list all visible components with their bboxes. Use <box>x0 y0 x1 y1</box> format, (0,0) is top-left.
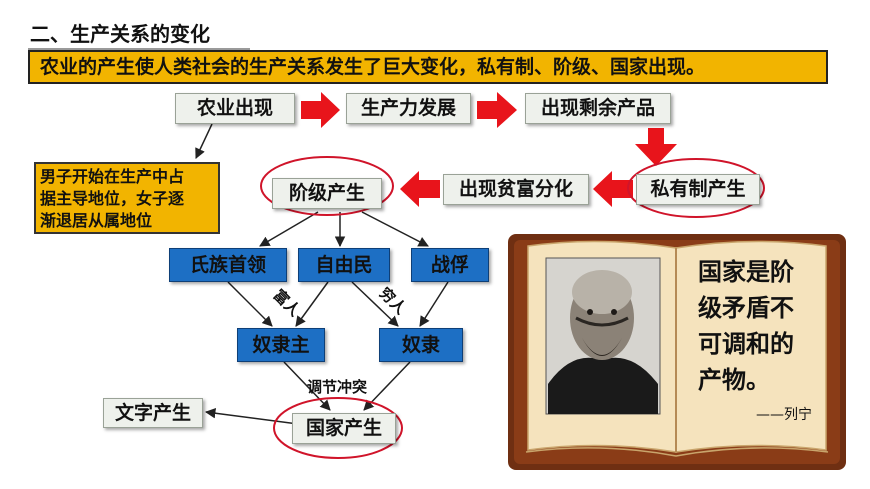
quote-author: ——列宁 <box>756 407 812 423</box>
line-owners-to-state <box>283 361 331 411</box>
summary-banner: 农业的产生使人类社会的生产关系发生了巨大变化，私有制、阶级、国家出现。 <box>28 50 828 84</box>
book-quote: 国家是阶 级矛盾不 可调和的 产物。 <box>698 254 794 398</box>
red-arrow-1 <box>301 92 340 128</box>
line-class-to-captives <box>361 211 429 247</box>
quote-line-1: 国家是阶 <box>698 258 794 286</box>
quote-line-4: 产物。 <box>698 366 770 394</box>
section-title: 二、生产关系的变化 <box>28 18 250 50</box>
lenin-portrait <box>545 257 661 415</box>
box-private-ownership: 私有制产生 <box>636 174 760 205</box>
line-freemen-to-slaves <box>351 281 399 327</box>
quote-line-3: 可调和的 <box>698 330 794 358</box>
red-arrow-left-1 <box>593 171 633 207</box>
box-freemen: 自由民 <box>298 248 390 282</box>
red-arrow-2 <box>477 92 517 128</box>
box-surplus: 出现剩余产品 <box>525 93 671 124</box>
line-agri-to-note <box>195 123 213 159</box>
box-state: 国家产生 <box>292 413 396 444</box>
red-arrow-left-2 <box>400 171 440 207</box>
gender-note-line-2: 据主导地位，女子逐 <box>40 189 185 208</box>
box-captives: 战俘 <box>411 248 489 282</box>
circle-private <box>627 158 765 218</box>
box-writing: 文字产生 <box>103 398 203 428</box>
gender-note-line-1: 男子开始在生产中占 <box>40 167 185 186</box>
line-state-to-writing <box>204 408 299 425</box>
quote-line-2: 级矛盾不 <box>698 294 794 322</box>
line-leaders-to-owners <box>227 281 273 327</box>
red-arrow-down <box>635 128 677 166</box>
box-slaves: 奴隶 <box>379 328 463 362</box>
line-captives-to-slaves <box>419 281 449 327</box>
box-agriculture: 农业出现 <box>175 93 295 124</box>
box-classes: 阶级产生 <box>272 178 382 209</box>
edge-label-mediate: 调节冲突 <box>307 378 368 396</box>
circle-state <box>273 397 403 459</box>
line-class-to-leaders <box>259 211 319 247</box>
circle-classes <box>260 156 394 216</box>
gender-note-line-3: 渐退居从属地位 <box>40 211 153 230</box>
box-clan-leaders: 氏族首领 <box>169 248 287 282</box>
line-freemen-to-owners <box>295 281 329 327</box>
box-wealth-gap: 出现贫富分化 <box>443 174 589 205</box>
box-productivity: 生产力发展 <box>346 93 471 124</box>
gender-role-note: 男子开始在生产中占 据主导地位，女子逐 渐退居从属地位 <box>34 162 220 234</box>
box-slave-owners: 奴隶主 <box>237 328 325 362</box>
